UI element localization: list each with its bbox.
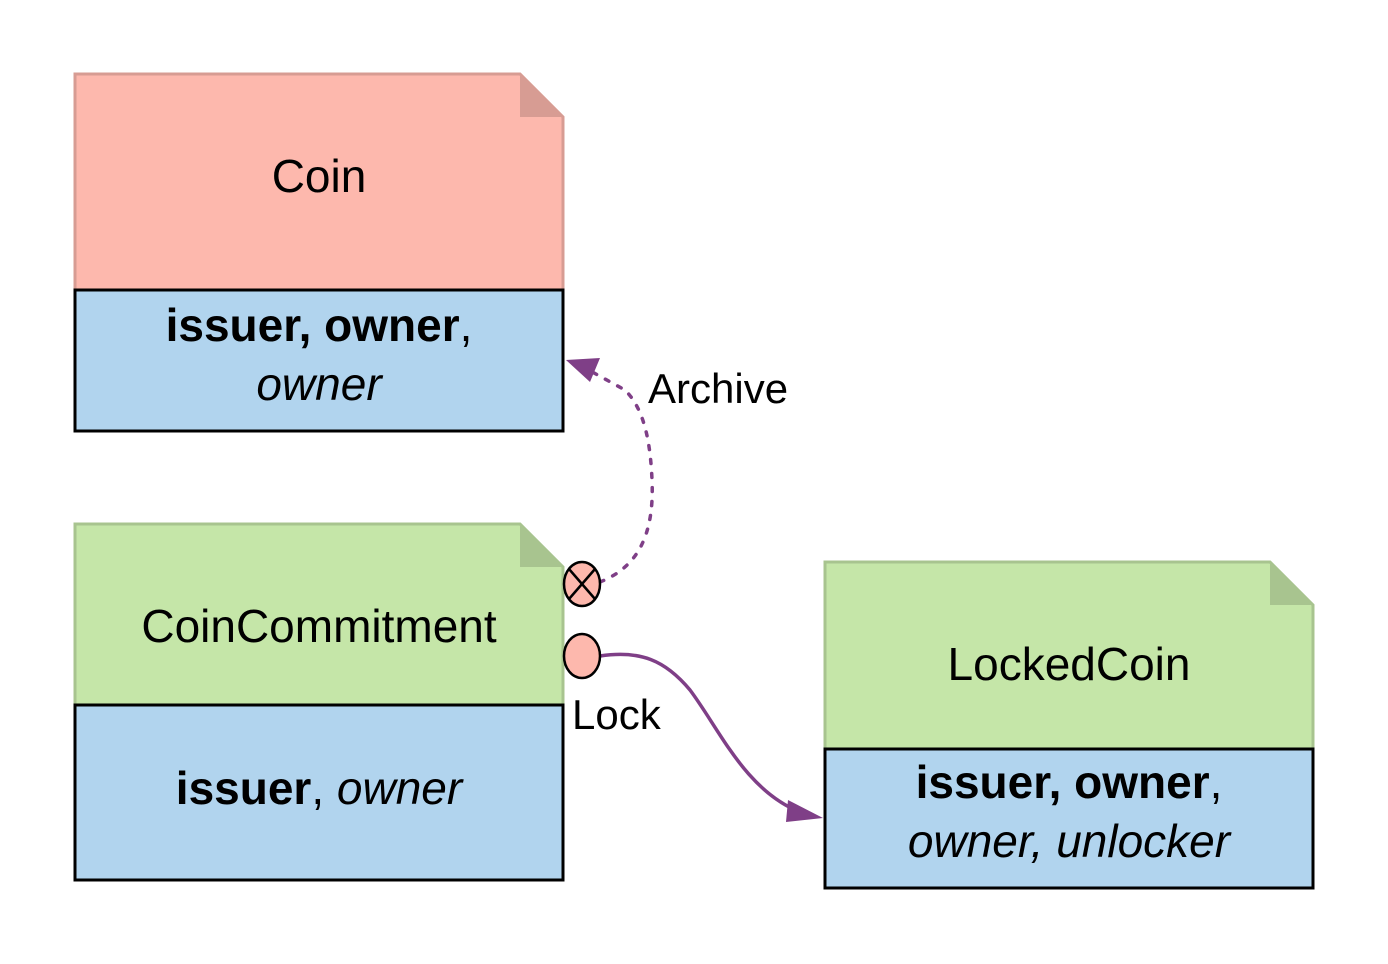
choice-lock[interactable]: Lock <box>562 632 823 822</box>
locked-coin-parties: issuer, owner, <box>916 756 1223 808</box>
coin-commitment-header-fold <box>520 524 563 567</box>
x-circle-icon[interactable] <box>562 560 602 608</box>
locked-coin-signatories: issuer, owner <box>916 756 1210 808</box>
coin-header-fold <box>520 74 563 117</box>
coin-commitment-separator: , <box>311 762 324 814</box>
lock-arrowhead <box>786 800 823 822</box>
template-locked-coin[interactable]: LockedCoin issuer, owner, owner, unlocke… <box>823 560 1315 890</box>
archive-edge <box>583 366 654 584</box>
template-coin-commitment[interactable]: CoinCommitment issuer, owner <box>73 522 565 882</box>
coin-body <box>73 288 565 433</box>
choice-archive[interactable]: Archive <box>562 358 788 608</box>
lock-label: Lock <box>572 691 662 738</box>
coin-commitment-signatories: issuer <box>176 762 312 814</box>
locked-coin-title: LockedCoin <box>948 638 1191 690</box>
archive-arrowhead <box>566 358 600 382</box>
locked-coin-observers: owner, unlocker <box>908 815 1232 867</box>
coin-commitment-body <box>73 703 565 882</box>
locked-coin-header-fold <box>1270 562 1313 605</box>
coin-commitment-observers: owner <box>337 762 464 814</box>
locked-coin-header <box>823 560 1315 751</box>
template-coin[interactable]: Coin issuer, owner, owner <box>73 72 565 433</box>
coin-header <box>73 72 565 292</box>
coin-signatories: issuer, owner <box>166 299 460 351</box>
circle-icon[interactable] <box>562 632 602 680</box>
archive-label: Archive <box>648 365 788 412</box>
coin-commitment-header <box>73 522 565 707</box>
locked-coin-separator: , <box>1210 756 1223 808</box>
coin-observers: owner <box>256 358 383 410</box>
coin-parties: issuer, owner, <box>166 299 473 351</box>
lock-edge <box>599 652 801 814</box>
coin-title: Coin <box>272 150 367 202</box>
locked-coin-body <box>823 747 1315 890</box>
coin-separator: , <box>460 299 473 351</box>
coin-commitment-parties: issuer, owner <box>176 762 464 814</box>
coin-commitment-title: CoinCommitment <box>141 600 497 652</box>
